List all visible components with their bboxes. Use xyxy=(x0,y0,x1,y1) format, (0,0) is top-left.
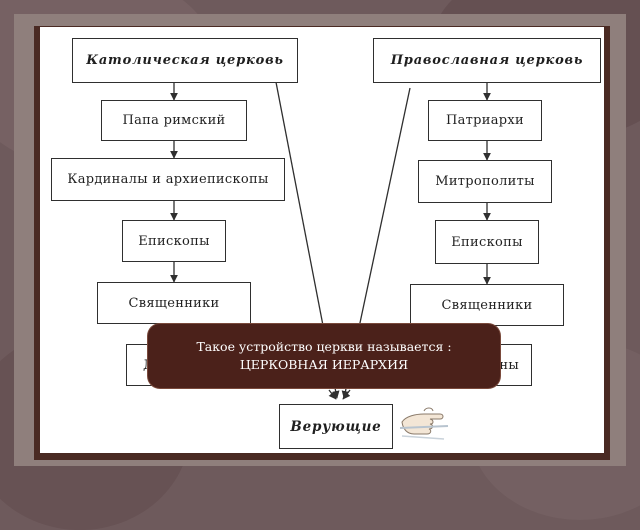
pointing-hand-icon xyxy=(399,407,449,440)
catholic-level-pope: Папа римский xyxy=(101,100,247,141)
believers-box: Верующие xyxy=(279,404,393,449)
catholic-church-box: Католическая церковь xyxy=(72,38,298,83)
orthodox-level-metropolitans: Митрополиты xyxy=(418,160,552,203)
catholic-level-cardinals: Кардиналы и архиепископы xyxy=(51,158,285,201)
catholic-level-bishops: Епископы xyxy=(122,220,226,262)
orthodox-level-bishops: Епископы xyxy=(435,220,539,264)
caption-line-2: ЦЕРКОВНАЯ ИЕРАРХИЯ xyxy=(239,357,409,372)
arrow-to-believers-left xyxy=(328,389,337,400)
arrow-to-believers-right xyxy=(342,389,351,400)
orthodox-level-priests: Священники xyxy=(410,284,564,326)
orthodox-church-box: Православная церковь xyxy=(373,38,601,83)
caption-line-1: Такое устройство церкви называется : xyxy=(196,339,452,354)
orthodox-level-patriarchs: Патриархи xyxy=(428,100,542,141)
catholic-level-priests: Священники xyxy=(97,282,251,324)
hierarchy-caption: Такое устройство церкви называется : ЦЕР… xyxy=(148,324,500,388)
